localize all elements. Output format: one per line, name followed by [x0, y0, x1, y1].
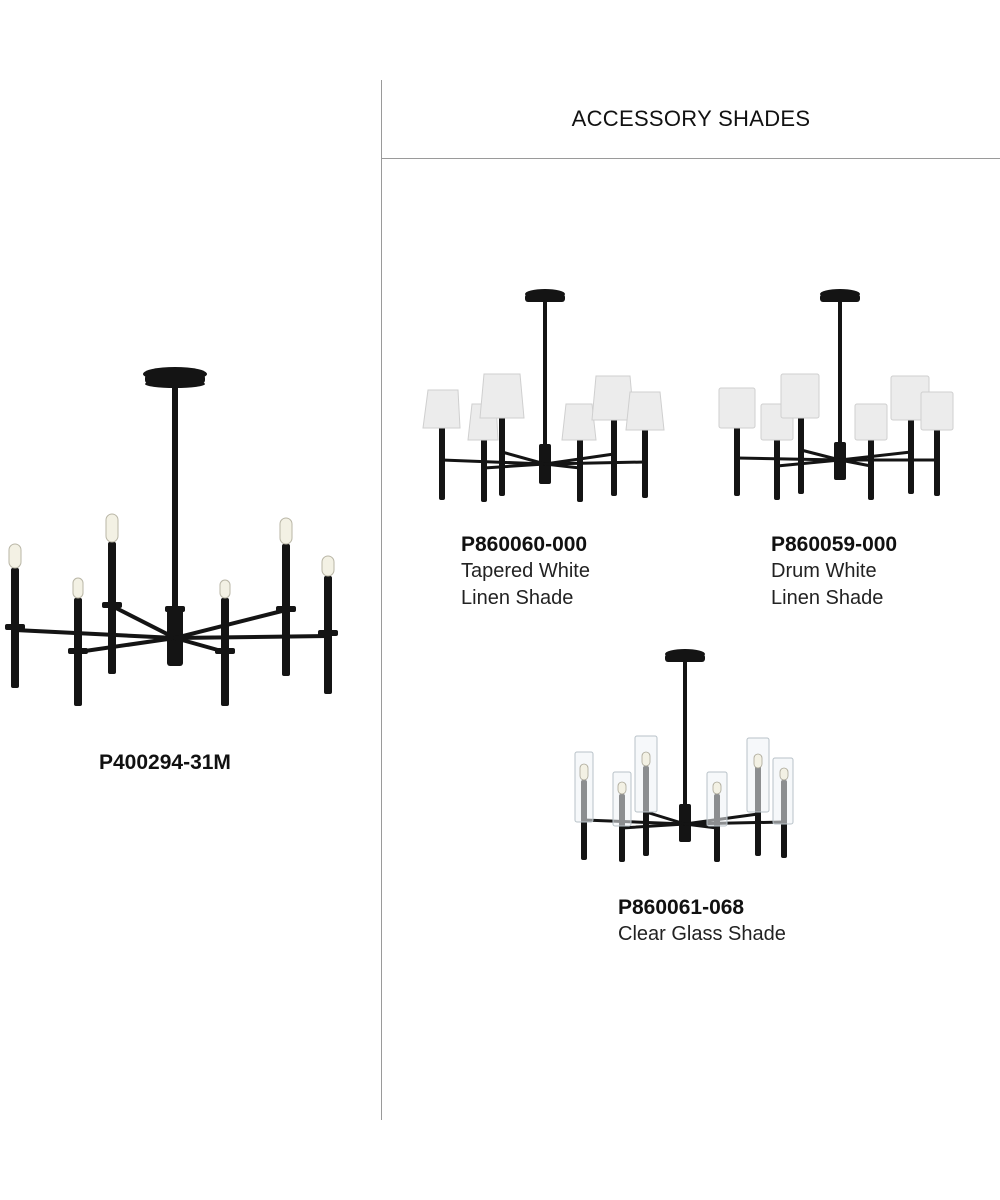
drum-shade-desc-line2: Linen Shade	[771, 587, 884, 609]
tapered-shade-desc-line1: Tapered White	[461, 560, 590, 582]
section-title: ACCESSORY SHADES	[571, 106, 811, 131]
tapered-shade-sku: P860060-000	[461, 533, 588, 556]
vertical-divider	[381, 80, 382, 1120]
glass-shade-desc-line1: Clear Glass Shade	[618, 923, 786, 945]
tapered-shade-description: Tapered White Linen Shade	[461, 558, 590, 612]
main-chandelier-image	[5, 367, 338, 706]
glass-shade-chandelier-image	[574, 649, 794, 862]
drum-shade-desc-line1: Drum White	[771, 560, 877, 582]
main-product-sku: P400294-31M	[99, 751, 231, 774]
tapered-shade-chandelier-image	[422, 289, 665, 502]
drum-shade-chandelier-image	[718, 289, 954, 500]
tapered-shade-desc-line2: Linen Shade	[461, 587, 574, 609]
drum-shade-sku: P860059-000	[771, 533, 898, 556]
header-divider	[382, 158, 1000, 159]
glass-shade-description: Clear Glass Shade	[618, 921, 786, 948]
drum-shade-description: Drum White Linen Shade	[771, 558, 883, 612]
glass-shade-sku: P860061-068	[618, 896, 745, 919]
